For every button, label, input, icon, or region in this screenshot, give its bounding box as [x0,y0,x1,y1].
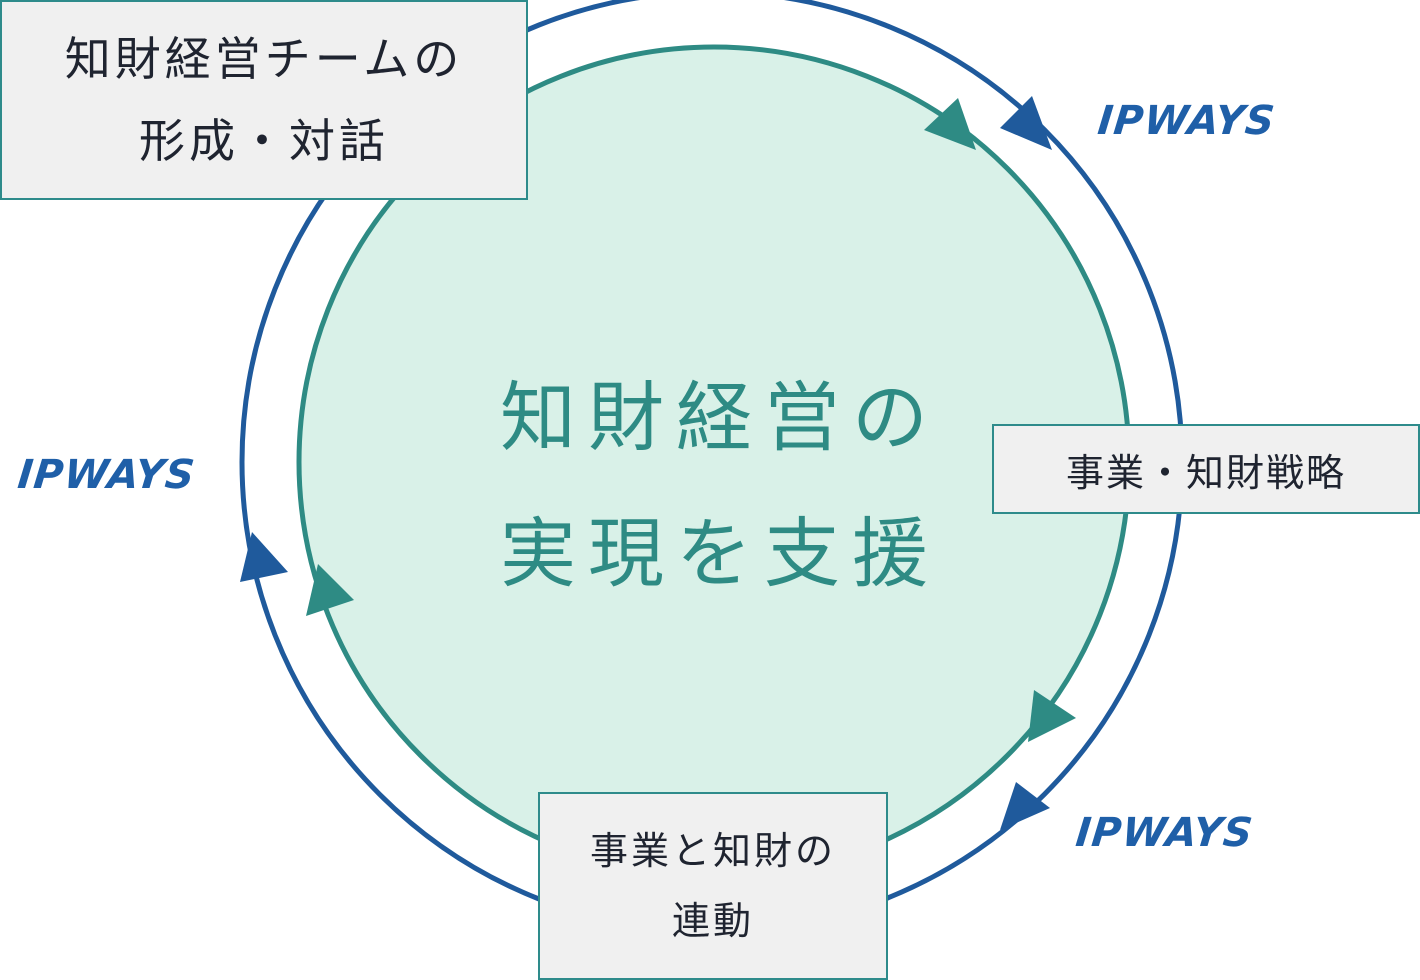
team-formation-line2: 形成・対話 [139,114,389,168]
business-ip-strategy-box: 事業・知財戦略 [992,424,1420,514]
ipways-logo-bottom-right: IPWAYS [1073,810,1256,856]
center-title-line1: 知財経営の [500,373,940,462]
business-ip-link-box: 事業と知財の 連動 [538,792,888,980]
ipways-logo-top-right: IPWAYS [1095,98,1278,144]
outer-arrow-top-right-icon [1000,96,1052,150]
center-title-line2: 実現を支援 [500,509,940,598]
inner-arrow-top-right-icon [924,98,976,150]
inner-arrow-left-icon [306,564,354,616]
business-ip-link-line1: 事業と知財の [589,829,836,873]
team-formation-line1: 知財経営チームの [64,32,464,86]
ipways-logo-left: IPWAYS [15,452,198,498]
inner-arrow-bottom-right-icon [1028,690,1076,742]
business-ip-strategy-label: 事業・知財戦略 [1065,450,1346,495]
team-formation-box: 知財経営チームの 形成・対話 [0,0,528,200]
center-title: 知財経営の 実現を支援 [360,350,1080,622]
business-ip-link-line2: 連動 [671,899,754,943]
outer-arrow-bottom-right-icon [1000,782,1050,830]
outer-arrow-left-icon [240,532,288,582]
